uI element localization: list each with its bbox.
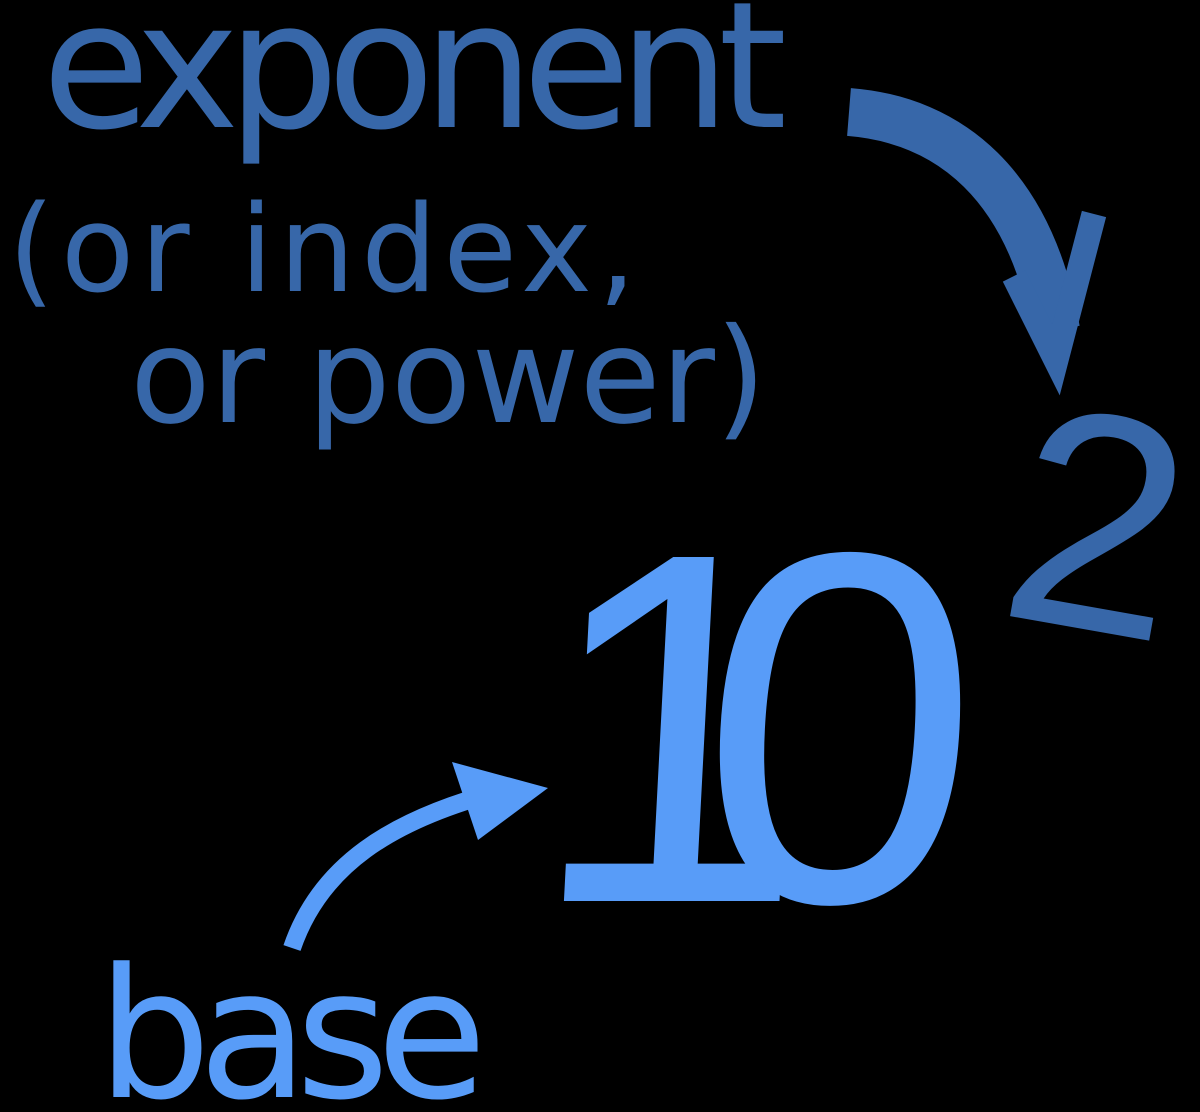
base-label: base [97,931,487,1112]
exponent-label-line2: (or index, [8,181,643,320]
exponent-label-line1: exponent [42,0,787,169]
exponent-arrow-shaft [846,88,1080,335]
base-number: 10 [520,448,882,1007]
exponent-number: 2 [983,336,1200,709]
exponent-label-line3: or power) [130,300,767,454]
base-arrow-shaft [283,782,503,951]
